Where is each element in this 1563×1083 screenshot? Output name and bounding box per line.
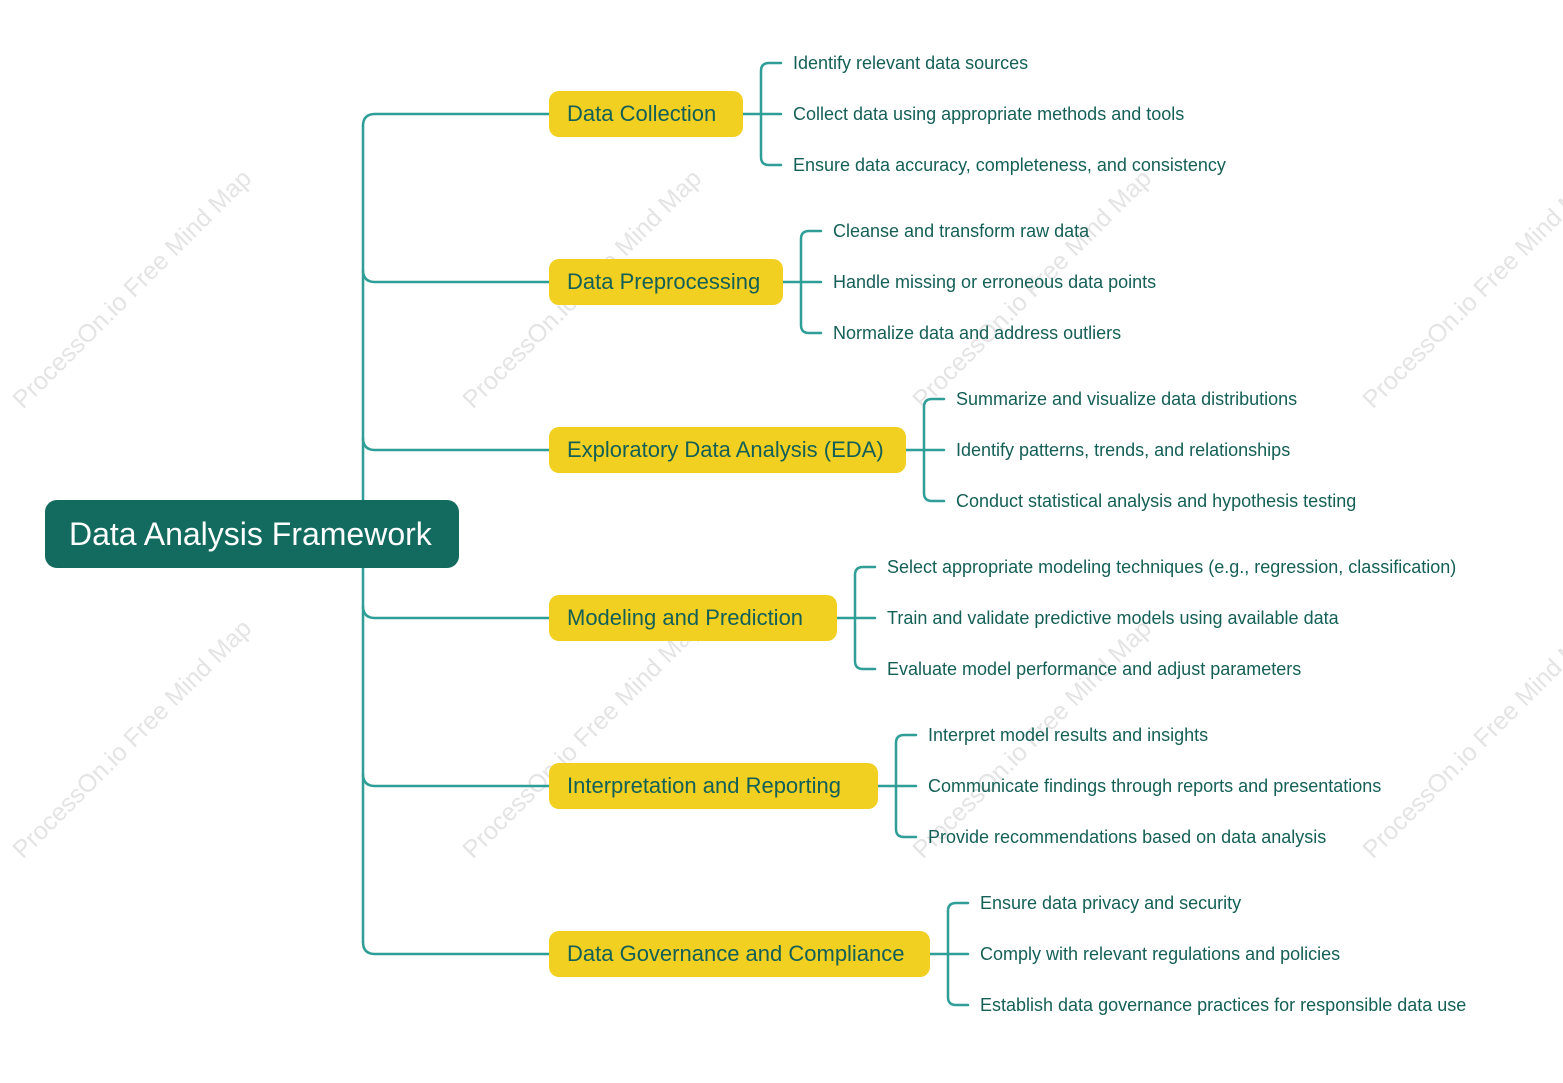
- root-node-label: Data Analysis Framework: [69, 515, 432, 552]
- branch-node[interactable]: Data Collection: [549, 91, 743, 137]
- leaf-bracket: [922, 397, 946, 503]
- leaf-item[interactable]: Ensure data accuracy, completeness, and …: [793, 155, 1226, 175]
- leaf-item[interactable]: Interpret model results and insights: [928, 725, 1209, 745]
- branch-node[interactable]: Exploratory Data Analysis (EDA): [549, 427, 906, 473]
- branch-node[interactable]: Data Preprocessing: [549, 259, 783, 305]
- root-node[interactable]: Data Analysis Framework: [45, 500, 459, 568]
- branch-connector: [361, 772, 551, 788]
- leaf-item[interactable]: Normalize data and address outliers: [833, 323, 1122, 343]
- branch-node-label: Exploratory Data Analysis (EDA): [567, 437, 884, 462]
- leaf-item[interactable]: Establish data governance practices for …: [980, 995, 1467, 1015]
- leaf-item[interactable]: Select appropriate modeling techniques (…: [887, 557, 1457, 577]
- leaf-item[interactable]: Identify relevant data sources: [793, 53, 1029, 73]
- branch-node-label: Modeling and Prediction: [567, 605, 804, 630]
- leaf-item[interactable]: Handle missing or erroneous data points: [833, 272, 1157, 292]
- branch-connector: [361, 940, 551, 956]
- branch-node-label: Data Collection: [567, 101, 717, 126]
- leaf-bracket: [894, 733, 918, 839]
- branch-node-label: Data Preprocessing: [567, 269, 761, 294]
- leaf-item[interactable]: Cleanse and transform raw data: [833, 221, 1090, 241]
- leaf-item[interactable]: Communicate findings through reports and…: [928, 776, 1382, 796]
- leaf-item[interactable]: Provide recommendations based on data an…: [928, 827, 1327, 847]
- leaf-item[interactable]: Conduct statistical analysis and hypothe…: [956, 491, 1357, 511]
- leaf-item[interactable]: Train and validate predictive models usi…: [887, 608, 1339, 628]
- branch-node[interactable]: Interpretation and Reporting: [549, 763, 878, 809]
- branch-node-label: Data Governance and Compliance: [567, 941, 905, 966]
- branch-node[interactable]: Modeling and Prediction: [549, 595, 837, 641]
- leaf-item[interactable]: Comply with relevant regulations and pol…: [980, 944, 1341, 964]
- leaf-bracket: [946, 901, 970, 1007]
- leaf-item[interactable]: Summarize and visualize data distributio…: [956, 389, 1298, 409]
- leaf-item[interactable]: Evaluate model performance and adjust pa…: [887, 659, 1302, 679]
- branch-node-label: Interpretation and Reporting: [567, 773, 841, 798]
- branch-connector: [361, 604, 551, 620]
- leaf-item[interactable]: Collect data using appropriate methods a…: [793, 104, 1185, 124]
- branch-connector: [361, 436, 551, 452]
- leaf-bracket: [759, 61, 783, 167]
- branch-connector: [361, 268, 551, 284]
- leaf-item[interactable]: Identify patterns, trends, and relations…: [956, 440, 1291, 460]
- branch-node[interactable]: Data Governance and Compliance: [549, 931, 930, 977]
- leaf-item[interactable]: Ensure data privacy and security: [980, 893, 1242, 913]
- leaf-bracket: [799, 229, 823, 335]
- leaf-bracket: [853, 565, 877, 671]
- branch-connector: [361, 112, 551, 128]
